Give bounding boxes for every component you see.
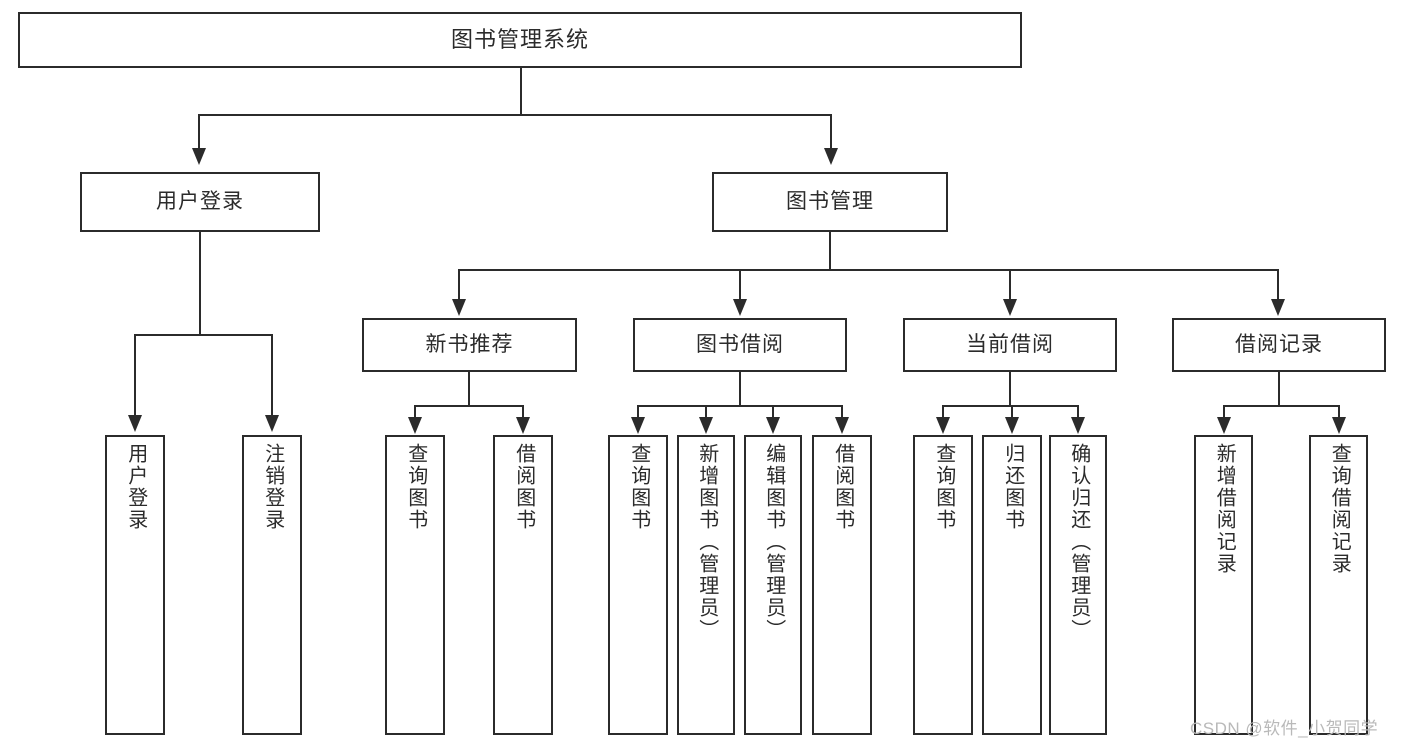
connector-current-borrow-bar — [942, 405, 1079, 407]
leaf-query-book-current[interactable]: 查询图书 — [913, 435, 973, 735]
connector-user-login-drop-1 — [134, 334, 136, 418]
leaf-query-borrow-record[interactable]: 查询借阅记录 — [1309, 435, 1368, 735]
connector-level2-bar — [198, 114, 832, 116]
node-label: 新增借阅记录 — [1213, 443, 1236, 575]
leaf-edit-book-admin[interactable]: 编辑图书（管理员） — [744, 435, 802, 735]
arrowhead-borrow-record — [1271, 299, 1285, 316]
node-label: 用户登录 — [156, 189, 244, 213]
leaf-borrow-book-new[interactable]: 借阅图书 — [493, 435, 553, 735]
arrowhead-return-book — [1005, 417, 1019, 434]
connector-level3-drop-current-borrow — [1009, 269, 1011, 302]
arrowhead-user-login — [192, 148, 206, 165]
node-label: 借阅记录 — [1235, 332, 1323, 356]
leaf-borrow-book[interactable]: 借阅图书 — [812, 435, 872, 735]
node-label: 归还图书 — [1001, 443, 1024, 531]
arrowhead-leaf-user-login — [128, 415, 142, 432]
node-new-book-recommend[interactable]: 新书推荐 — [362, 318, 577, 372]
connector-level2-drop-user-login — [198, 114, 200, 152]
leaf-confirm-return-admin[interactable]: 确认归还（管理员） — [1049, 435, 1107, 735]
node-label: 当前借阅 — [966, 332, 1054, 356]
arrowhead-leaf-logout — [265, 415, 279, 432]
node-label: 图书管理系统 — [450, 27, 589, 53]
leaf-return-book[interactable]: 归还图书 — [982, 435, 1042, 735]
node-book-management[interactable]: 图书管理 — [712, 172, 948, 232]
node-label: 查询图书 — [932, 443, 955, 531]
arrowhead-query-record — [1332, 417, 1346, 434]
arrowhead-new-book — [452, 299, 466, 316]
connector-book-borrow-stem — [739, 372, 741, 406]
watermark-csdn: CSDN @软件_小贺同学 — [1190, 719, 1379, 738]
connector-level3-drop-borrow-record — [1277, 269, 1279, 302]
arrowhead-edit-book — [766, 417, 780, 434]
node-borrow-record[interactable]: 借阅记录 — [1172, 318, 1386, 372]
node-label: 图书管理 — [786, 189, 874, 213]
node-current-borrow[interactable]: 当前借阅 — [903, 318, 1117, 372]
connector-current-borrow-drop-2 — [1011, 405, 1013, 420]
arrowhead-current-borrow — [1003, 299, 1017, 316]
node-label: 新书推荐 — [425, 332, 514, 356]
connector-book-borrow-drop-1 — [637, 405, 639, 420]
connector-new-book-bar — [414, 405, 524, 407]
connector-level3-drop-book-borrow — [739, 269, 741, 302]
connector-level2-drop-book-management — [830, 114, 832, 152]
node-label: 编辑图书（管理员） — [762, 443, 785, 641]
node-label: 查询借阅记录 — [1328, 443, 1351, 575]
node-label: 查询图书 — [404, 443, 427, 531]
connector-book-borrow-drop-4 — [841, 405, 843, 420]
node-label: 新增图书（管理员） — [695, 443, 718, 641]
connector-user-login-bar — [134, 334, 272, 336]
node-label: 用户登录 — [124, 443, 147, 531]
connector-current-borrow-stem — [1009, 372, 1011, 406]
node-label: 查询图书 — [627, 443, 650, 531]
node-label: 借阅图书 — [831, 443, 854, 531]
connector-borrow-record-drop-1 — [1223, 405, 1225, 420]
arrowhead-add-book — [699, 417, 713, 434]
arrowhead-book-borrow — [733, 299, 747, 316]
leaf-query-book-new[interactable]: 查询图书 — [385, 435, 445, 735]
connector-borrow-record-drop-2 — [1338, 405, 1340, 420]
connector-current-borrow-drop-1 — [942, 405, 944, 420]
connector-current-borrow-drop-3 — [1077, 405, 1079, 420]
connector-new-book-stem — [468, 372, 470, 406]
connector-borrow-record-stem — [1278, 372, 1280, 406]
connector-root-stem — [520, 68, 522, 115]
node-label: 注销登录 — [261, 443, 284, 531]
node-label: 图书借阅 — [696, 332, 784, 356]
connector-book-borrow-bar — [637, 405, 843, 407]
node-root-book-management-system[interactable]: 图书管理系统 — [18, 12, 1022, 68]
node-label: 借阅图书 — [512, 443, 535, 531]
arrowhead-borrow-book-2 — [835, 417, 849, 434]
connector-book-management-stem — [829, 232, 831, 271]
leaf-query-book-borrow[interactable]: 查询图书 — [608, 435, 668, 735]
arrowhead-query-book-1 — [408, 417, 422, 434]
node-label: 确认归还（管理员） — [1067, 443, 1090, 641]
arrowhead-query-book-3 — [936, 417, 950, 434]
leaf-logout[interactable]: 注销登录 — [242, 435, 302, 735]
connector-new-book-drop-1 — [414, 405, 416, 420]
connector-level3-drop-new-book — [458, 269, 460, 302]
connector-user-login-stem — [199, 232, 201, 335]
node-user-login[interactable]: 用户登录 — [80, 172, 320, 232]
arrowhead-query-book-2 — [631, 417, 645, 434]
arrowhead-borrow-book-1 — [516, 417, 530, 434]
leaf-user-login[interactable]: 用户登录 — [105, 435, 165, 735]
connector-level3-bar — [458, 269, 1278, 271]
connector-book-borrow-drop-3 — [772, 405, 774, 420]
node-book-borrow[interactable]: 图书借阅 — [633, 318, 847, 372]
connector-book-borrow-drop-2 — [705, 405, 707, 420]
connector-new-book-drop-2 — [522, 405, 524, 420]
leaf-add-borrow-record[interactable]: 新增借阅记录 — [1194, 435, 1253, 735]
leaf-add-book-admin[interactable]: 新增图书（管理员） — [677, 435, 735, 735]
arrowhead-add-record — [1217, 417, 1231, 434]
arrowhead-book-management — [824, 148, 838, 165]
connector-borrow-record-bar — [1223, 405, 1339, 407]
connector-user-login-drop-2 — [271, 334, 273, 418]
arrowhead-confirm-return — [1071, 417, 1085, 434]
